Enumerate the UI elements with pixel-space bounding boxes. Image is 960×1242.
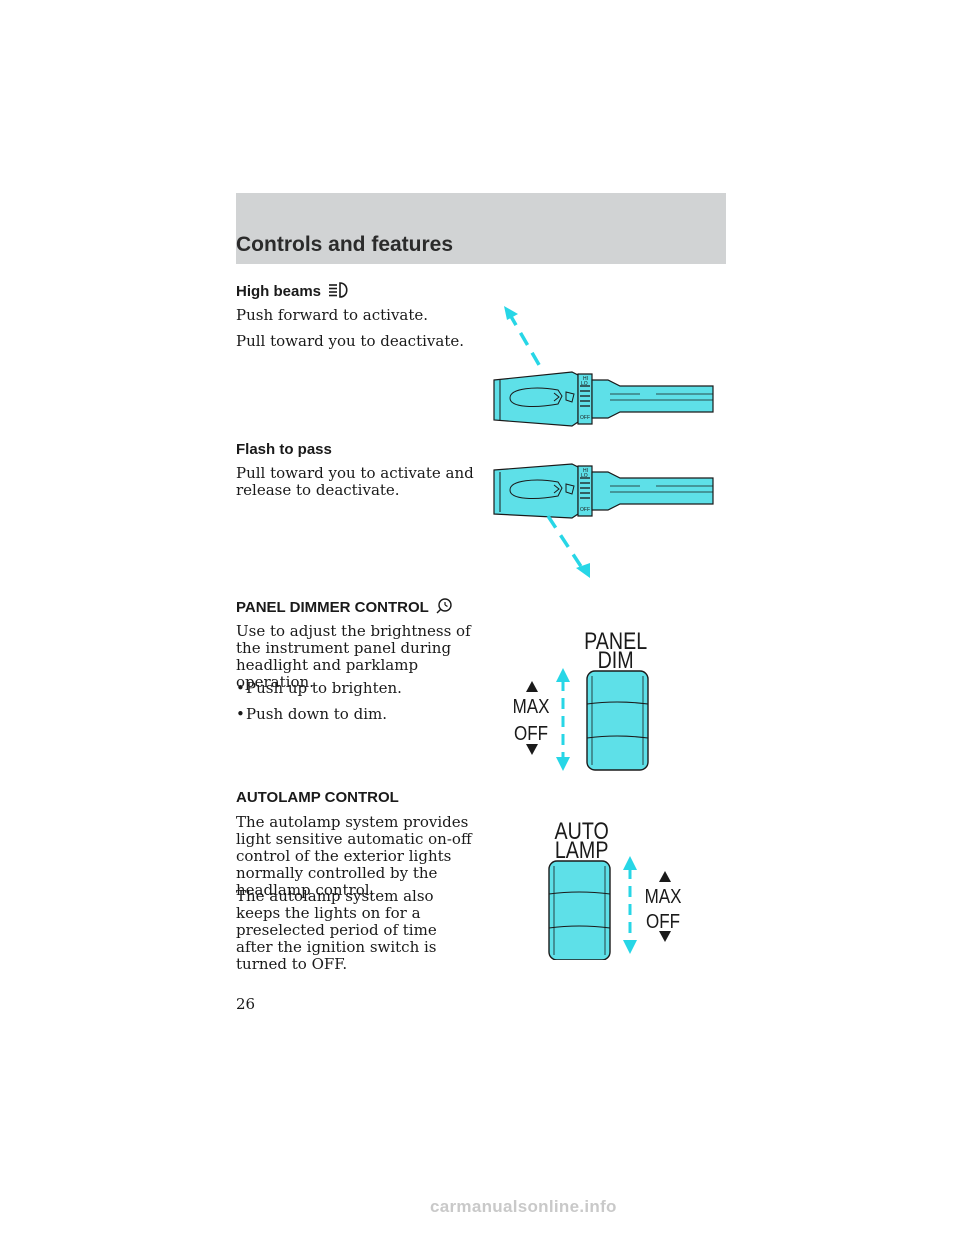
down-triangle-icon — [526, 744, 538, 755]
max-label: MAX — [513, 695, 550, 718]
autolamp-heading: AUTOLAMP CONTROL — [236, 789, 399, 806]
push-arrow-head — [504, 306, 518, 320]
panel-dimmer-heading-text: PANEL DIMMER CONTROL — [236, 599, 429, 616]
high-beam-icon — [327, 281, 351, 303]
auto-lamp-title-2: LAMP — [555, 836, 609, 863]
high-beams-stalk-figure: HI LO I OFF — [480, 300, 730, 434]
pull-direction-arrow — [546, 515, 584, 569]
down-triangle-icon — [659, 931, 671, 942]
auto-lamp-figure: AUTO LAMP MAX OFF — [530, 810, 700, 964]
flash-to-pass-text: Pull toward you to activate and release … — [236, 464, 474, 499]
flash-to-pass-stalk-figure: HI LO I OFF — [480, 460, 730, 589]
stalk-label-off: OFF — [580, 415, 590, 421]
stalk-label-hi: HI — [583, 376, 588, 382]
panel-dimmer-heading: PANEL DIMMER CONTROL — [236, 597, 453, 619]
adjust-arrow-head-up — [623, 856, 637, 870]
stalk-label-lo: LO — [581, 381, 588, 387]
washer-icon — [565, 483, 575, 495]
adjust-arrow-head-up — [556, 668, 570, 682]
panel-dim-wheel — [586, 670, 649, 771]
panel-dimmer-text: Use to adjust the brightness of the inst… — [236, 622, 471, 691]
stalk-label-lo: LO — [581, 473, 588, 479]
push-direction-arrow — [507, 312, 544, 371]
high-beams-heading: High beams — [236, 281, 351, 303]
pull-arrow-head — [576, 563, 590, 578]
up-triangle-icon — [526, 681, 538, 692]
panel-dimmer-bullet-2: •Push down to dim. — [236, 706, 387, 723]
stalk-knob — [493, 463, 579, 519]
panel-dim-title-2: DIM — [598, 646, 634, 673]
high-beams-line-2: Pull toward you to deactivate. — [236, 332, 464, 350]
auto-lamp-wheel — [548, 860, 611, 961]
panel-dim-figure: PANEL DIM MAX OFF — [500, 620, 670, 784]
page-number: 26 — [236, 995, 256, 1013]
bullet-dot: • — [236, 679, 245, 697]
panel-dimmer-bullet-1: •Push up to brighten. — [236, 680, 402, 697]
auto-lamp-title-1: AUTO — [555, 817, 609, 844]
flash-to-pass-heading: Flash to pass — [236, 441, 332, 458]
autolamp-paragraph-2: The autolamp system also keeps the light… — [236, 887, 437, 973]
bullet-text: Push up to brighten. — [246, 679, 402, 697]
stalk-knob — [493, 371, 579, 427]
high-beams-heading-text: High beams — [236, 283, 322, 300]
washer-icon — [565, 391, 575, 403]
adjust-arrow-head-down — [556, 757, 570, 771]
stalk-label-off: OFF — [580, 507, 590, 513]
panel-dim-title-1: PANEL — [584, 627, 647, 654]
stalk-label-hi: HI — [583, 468, 588, 474]
autolamp-paragraph-1: The autolamp system provides light sensi… — [236, 813, 472, 899]
panel-dimmer-icon — [435, 597, 453, 619]
high-beams-line-1: Push forward to activate. — [236, 306, 429, 324]
bullet-dot: • — [236, 705, 245, 723]
adjust-arrow-head-down — [623, 940, 637, 954]
off-label: OFF — [514, 722, 548, 745]
off-label: OFF — [646, 910, 680, 933]
up-triangle-icon — [659, 871, 671, 882]
stalk-shaft — [591, 379, 714, 419]
header-band — [236, 193, 726, 264]
max-label: MAX — [645, 885, 682, 908]
stalk-shaft — [591, 471, 714, 511]
bullet-text: Push down to dim. — [246, 705, 387, 723]
watermark: carmanualsonline.info — [430, 1197, 617, 1216]
page-title: Controls and features — [236, 233, 454, 256]
